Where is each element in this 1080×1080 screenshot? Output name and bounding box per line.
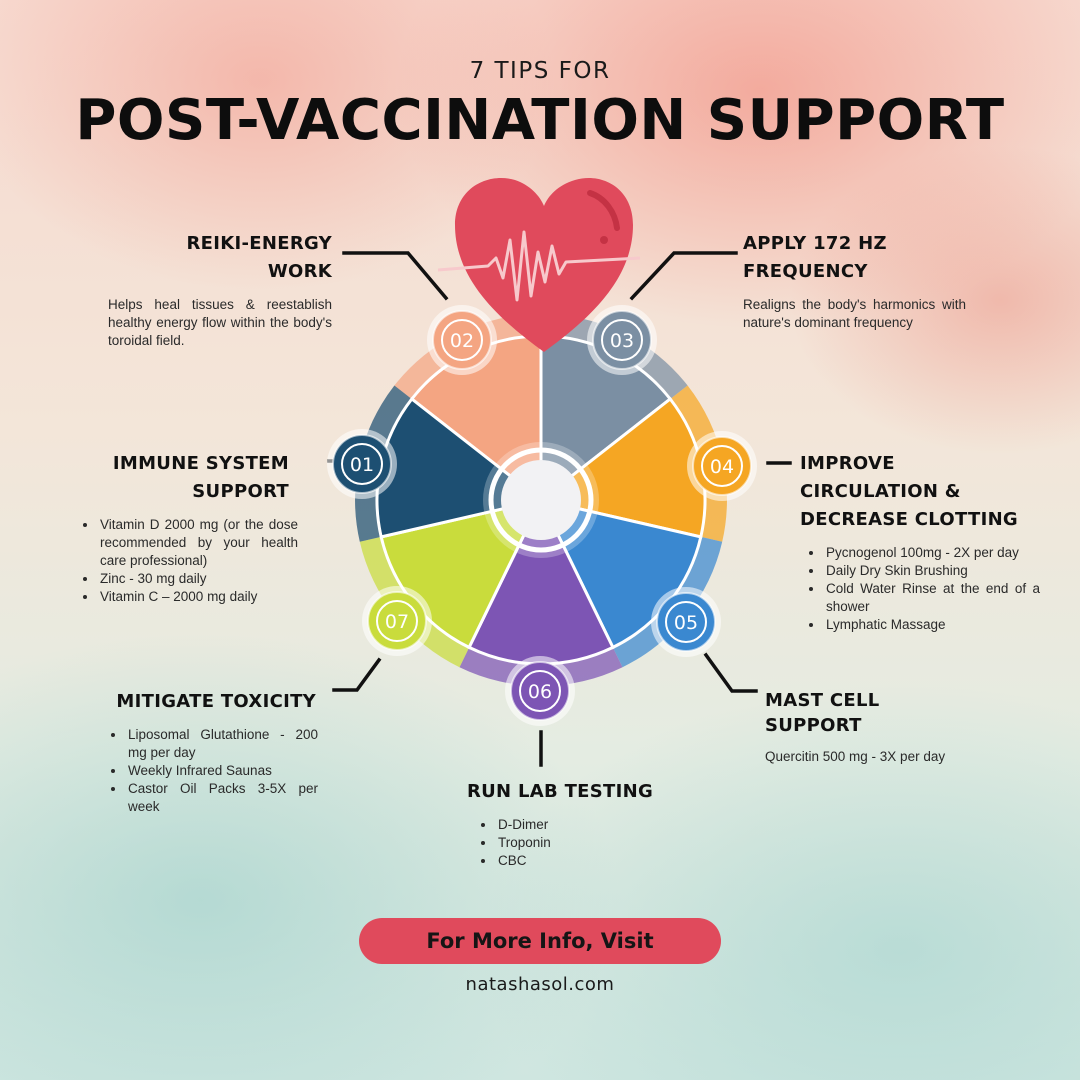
- list-item: D-Dimer: [496, 816, 656, 834]
- badge-number: 01: [350, 454, 374, 476]
- tip-02-heading: REIKI-ENERGY WORK: [186, 233, 332, 282]
- badge-number: 07: [385, 611, 409, 633]
- connector-03: [629, 251, 738, 301]
- connector-05: [703, 652, 758, 693]
- list-item: Troponin: [496, 834, 656, 852]
- tip-02-description: Helps heal tissues & reestablish healthy…: [108, 297, 332, 348]
- badge-02: 02: [427, 305, 497, 375]
- badge-inner-ring: [441, 319, 483, 361]
- tip-03-heading: APPLY 172 HZ FREQUENCY: [743, 233, 887, 282]
- badge-inner-ring: [701, 445, 743, 487]
- tip-01: IMMUNE SYSTEM SUPPORT Vitamin D 2000 mg …: [80, 450, 298, 606]
- tip-01-heading: IMMUNE SYSTEM SUPPORT: [112, 453, 289, 502]
- tip-04: IMPROVE CIRCULATION & DECREASE CLOTTING …: [800, 450, 1040, 634]
- tip-03: APPLY 172 HZ FREQUENCY Realigns the body…: [743, 230, 966, 332]
- subtitle: 7 TIPS FOR: [469, 58, 611, 84]
- list-item: Liposomal Glutathione - 200 mg per day: [126, 726, 318, 762]
- list-item: Vitamin D 2000 mg (or the dose recommend…: [98, 516, 298, 570]
- list-item: Cold Water Rinse at the end of a shower: [824, 580, 1040, 616]
- list-item: Castor Oil Packs 3-5X per week: [126, 780, 318, 816]
- list-item: Vitamin C – 2000 mg daily: [98, 588, 298, 606]
- badge-inner-ring: [519, 670, 561, 712]
- tip-07-list: Liposomal Glutathione - 200 mg per day W…: [108, 726, 318, 816]
- website-link[interactable]: natashasol.com: [465, 974, 615, 995]
- badge-01: 01: [327, 429, 397, 499]
- hub-outline: [488, 447, 594, 553]
- list-item: Lymphatic Massage: [824, 616, 1040, 634]
- tip-05-heading: MAST CELL SUPPORT: [765, 690, 880, 736]
- tip-06-heading: RUN LAB TESTING: [466, 781, 654, 802]
- tip-02: REIKI-ENERGY WORK Helps heal tissues & r…: [108, 230, 332, 350]
- badge-inner-ring: [601, 319, 643, 361]
- badge-number: 06: [528, 681, 552, 703]
- heart-icon: [437, 177, 641, 352]
- tip-04-list: Pycnogenol 100mg - 2X per day Daily Dry …: [806, 544, 1040, 634]
- tip-03-description: Realigns the body's harmonics with natur…: [743, 297, 966, 330]
- tip-01-list: Vitamin D 2000 mg (or the dose recommend…: [80, 516, 298, 606]
- badge-inner-ring: [376, 600, 418, 642]
- badge-06: 06: [505, 656, 575, 726]
- tip-04-heading: IMPROVE CIRCULATION & DECREASE CLOTTING: [800, 453, 1019, 530]
- list-item: Weekly Infrared Saunas: [126, 762, 318, 780]
- list-item: Pycnogenol 100mg - 2X per day: [824, 544, 1040, 562]
- hub-center: [501, 460, 581, 540]
- list-item: CBC: [496, 852, 656, 870]
- number-badges: 02 03 01 04 07 05 06: [327, 305, 757, 726]
- badge-number: 05: [674, 612, 698, 634]
- badge-03: 03: [587, 305, 657, 375]
- list-item: Daily Dry Skin Brushing: [824, 562, 1040, 580]
- badge-number: 04: [710, 456, 734, 478]
- badge-04: 04: [687, 431, 757, 501]
- list-item: Zinc - 30 mg daily: [98, 570, 298, 588]
- connector-07: [332, 657, 382, 692]
- badge-05: 05: [651, 587, 721, 657]
- more-info-button[interactable]: For More Info, Visit: [359, 918, 721, 964]
- badge-number: 03: [610, 330, 634, 352]
- badge-07: 07: [362, 586, 432, 656]
- badge-number: 02: [450, 330, 474, 352]
- heart-shape: [455, 177, 633, 352]
- connector-02: [342, 251, 449, 301]
- badge-inner-ring: [665, 601, 707, 643]
- tip-07: MITIGATE TOXICITY Liposomal Glutathione …: [108, 688, 318, 816]
- tip-07-heading: MITIGATE TOXICITY: [116, 691, 316, 712]
- tip-05-description: Quercitin 500 mg - 3X per day: [765, 749, 946, 764]
- page-title: POST-VACCINATION SUPPORT: [75, 88, 1005, 153]
- tip-05: MAST CELL SUPPORT Quercitin 500 mg - 3X …: [765, 688, 1005, 766]
- heartbeat-line-icon: [437, 230, 641, 302]
- tip-06-list: D-Dimer Troponin CBC: [478, 816, 656, 870]
- badge-inner-ring: [341, 443, 383, 485]
- tip-06: RUN LAB TESTING D-Dimer Troponin CBC: [430, 778, 690, 870]
